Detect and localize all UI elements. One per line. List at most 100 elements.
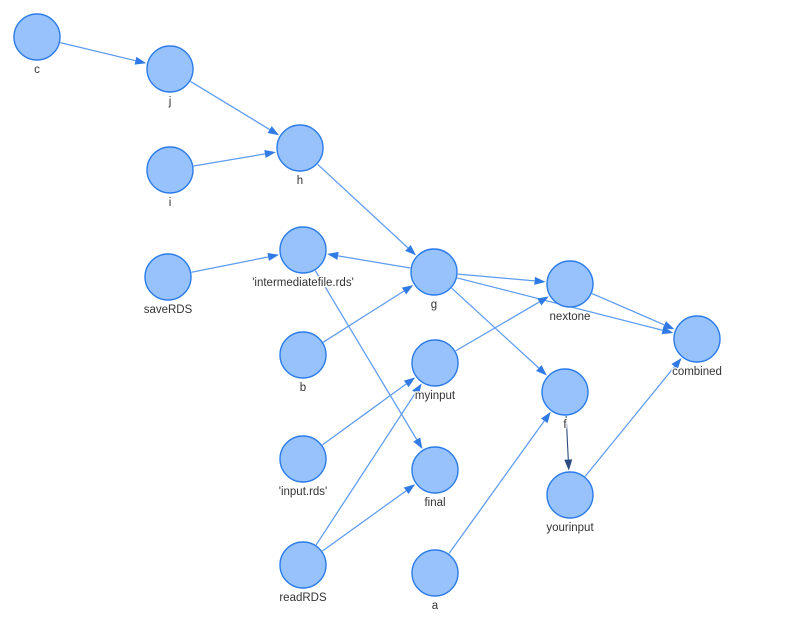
node-label-interfile: 'intermediatefile.rds' (252, 277, 354, 289)
edge-b-to-g (322, 285, 414, 343)
node-circle-f[interactable] (541, 368, 589, 416)
edge-arrowhead-icon (534, 276, 546, 285)
node-f[interactable]: f (541, 368, 589, 433)
edge-saveRDS-to-interfile (191, 253, 279, 273)
node-h[interactable]: h (276, 124, 324, 189)
edge-arrowhead-icon (662, 321, 675, 330)
edge-readRDS-to-final (322, 484, 416, 552)
node-circle-myinput[interactable] (411, 339, 459, 387)
edge-arrowhead-icon (327, 251, 339, 260)
edge-line (584, 366, 676, 477)
edge-arrowhead-icon (267, 126, 280, 136)
node-circle-g[interactable] (410, 248, 458, 296)
node-label-a: a (432, 600, 439, 612)
node-circle-a[interactable] (411, 549, 459, 597)
edge-line (322, 383, 407, 446)
node-label-g: g (431, 299, 437, 311)
node-label-inputrds: 'input.rds' (279, 486, 328, 498)
edge-arrowhead-icon (267, 253, 279, 261)
edge-h-to-g (317, 163, 417, 256)
edge-g-to-nextone (457, 273, 546, 285)
node-a[interactable]: a (411, 549, 459, 614)
node-label-nextone: nextone (550, 311, 591, 323)
node-label-myinput: myinput (415, 390, 456, 402)
node-c[interactable]: c (13, 13, 61, 78)
edge-arrowhead-icon (405, 244, 417, 256)
edge-line (457, 273, 535, 282)
edge-j-to-h (190, 80, 280, 136)
edge-readRDS-to-myinput (315, 383, 422, 546)
edge-arrowhead-icon (401, 285, 414, 295)
node-combined[interactable]: combined (671, 315, 723, 380)
edge-g-to-f (451, 287, 547, 376)
edge-line (591, 292, 665, 326)
node-label-combined: combined (672, 366, 722, 378)
edge-arrowhead-icon (541, 411, 551, 424)
node-saveRDS[interactable]: saveRDS (142, 253, 194, 318)
edge-arrowhead-icon (536, 365, 547, 376)
edge-arrowhead-icon (413, 437, 423, 449)
edge-a-to-f (448, 411, 551, 554)
edge-c-to-j (60, 42, 147, 65)
node-j[interactable]: j (146, 45, 194, 110)
edge-line (455, 301, 540, 352)
node-circle-inputrds[interactable] (279, 435, 327, 483)
node-i[interactable]: i (146, 146, 194, 211)
node-label-readRDS: readRDS (279, 592, 327, 604)
edge-line (193, 153, 266, 167)
edge-arrowhead-icon (403, 377, 416, 388)
node-b[interactable]: b (279, 331, 327, 396)
node-label-c: c (34, 64, 40, 76)
edge-arrowhead-icon (564, 459, 573, 471)
edge-line (448, 420, 545, 554)
node-circle-combined[interactable] (673, 315, 721, 363)
nodes-layer: c j i h saveRDS 'intermediatefile.rds' b g nexto… (13, 13, 723, 614)
edge-g-to-interfile (327, 251, 411, 269)
node-circle-interfile[interactable] (279, 226, 327, 274)
node-nextone[interactable]: nextone (546, 260, 594, 325)
node-final[interactable]: final (411, 446, 459, 511)
node-circle-readRDS[interactable] (279, 541, 327, 589)
node-label-b: b (300, 382, 306, 394)
edge-myinput-to-nextone (455, 296, 549, 352)
node-circle-i[interactable] (146, 146, 194, 194)
node-myinput[interactable]: myinput (411, 339, 459, 404)
edge-line (322, 490, 407, 552)
node-circle-final[interactable] (411, 446, 459, 494)
node-circle-yourinput[interactable] (546, 471, 594, 519)
node-inputrds[interactable]: 'input.rds' (277, 435, 329, 500)
node-label-saveRDS: saveRDS (144, 304, 193, 316)
node-label-f: f (563, 419, 567, 431)
edge-line (60, 42, 136, 62)
edge-line (337, 255, 411, 269)
node-label-j: j (168, 96, 172, 108)
edge-arrowhead-icon (412, 383, 422, 395)
node-label-yourinput: yourinput (546, 522, 594, 534)
edges-layer (60, 42, 682, 554)
node-circle-saveRDS[interactable] (144, 253, 192, 301)
edge-arrowhead-icon (264, 149, 276, 158)
edge-yourinput-to-combined (584, 358, 682, 477)
node-label-i: i (169, 197, 172, 209)
node-yourinput[interactable]: yourinput (545, 471, 596, 536)
node-readRDS[interactable]: readRDS (278, 541, 328, 606)
edge-arrowhead-icon (403, 484, 416, 494)
edge-line (190, 80, 270, 131)
edge-line (314, 270, 418, 440)
edge-line (317, 163, 409, 249)
edge-arrowhead-icon (134, 56, 147, 65)
edge-nextone-to-combined (591, 292, 675, 330)
node-label-final: final (424, 497, 445, 509)
node-circle-j[interactable] (146, 45, 194, 93)
edge-line (565, 415, 569, 460)
node-circle-nextone[interactable] (546, 260, 594, 308)
node-g[interactable]: g (410, 248, 458, 313)
edge-line (191, 256, 269, 273)
node-circle-c[interactable] (13, 13, 61, 61)
node-interfile[interactable]: 'intermediatefile.rds' (251, 226, 355, 291)
node-circle-h[interactable] (276, 124, 324, 172)
node-circle-b[interactable] (279, 331, 327, 379)
edge-f-to-yourinput (564, 415, 573, 471)
